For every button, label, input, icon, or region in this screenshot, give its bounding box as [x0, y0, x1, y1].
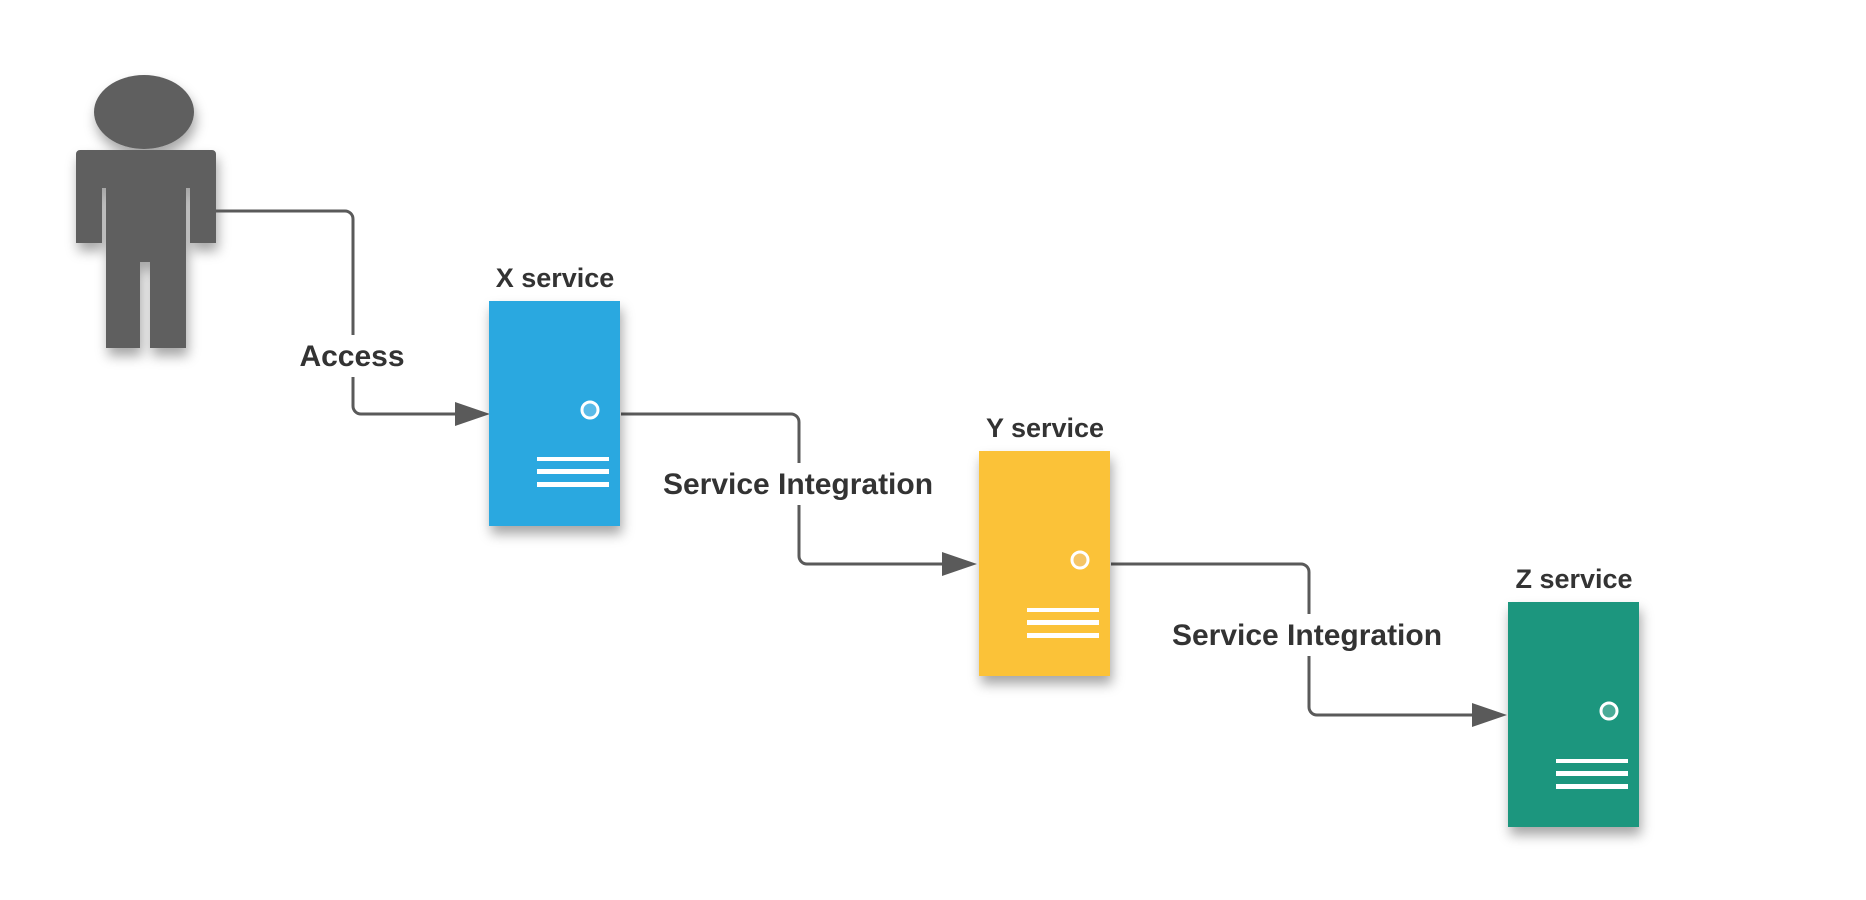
server-icon	[1508, 602, 1639, 827]
arrowhead-icon	[942, 552, 977, 576]
server-icon	[979, 451, 1110, 676]
server-node-z[interactable]: Z service	[1508, 564, 1639, 827]
node-label-x: X service	[496, 263, 615, 293]
node-label-z: Z service	[1515, 564, 1632, 594]
arrowhead-icon	[455, 402, 490, 426]
edge-label-x-y: Service Integration	[663, 468, 933, 501]
person-icon	[76, 75, 216, 348]
edge-user-to-x	[216, 209, 458, 416]
server-icon	[489, 301, 620, 526]
server-node-y[interactable]: Y service	[979, 413, 1110, 676]
arrowhead-icon	[1472, 703, 1507, 727]
edge-label-y-z: Service Integration	[1172, 619, 1442, 652]
node-label-y: Y service	[986, 413, 1104, 443]
edge-label-access: Access	[299, 340, 404, 373]
server-node-x[interactable]: X service	[489, 263, 620, 526]
